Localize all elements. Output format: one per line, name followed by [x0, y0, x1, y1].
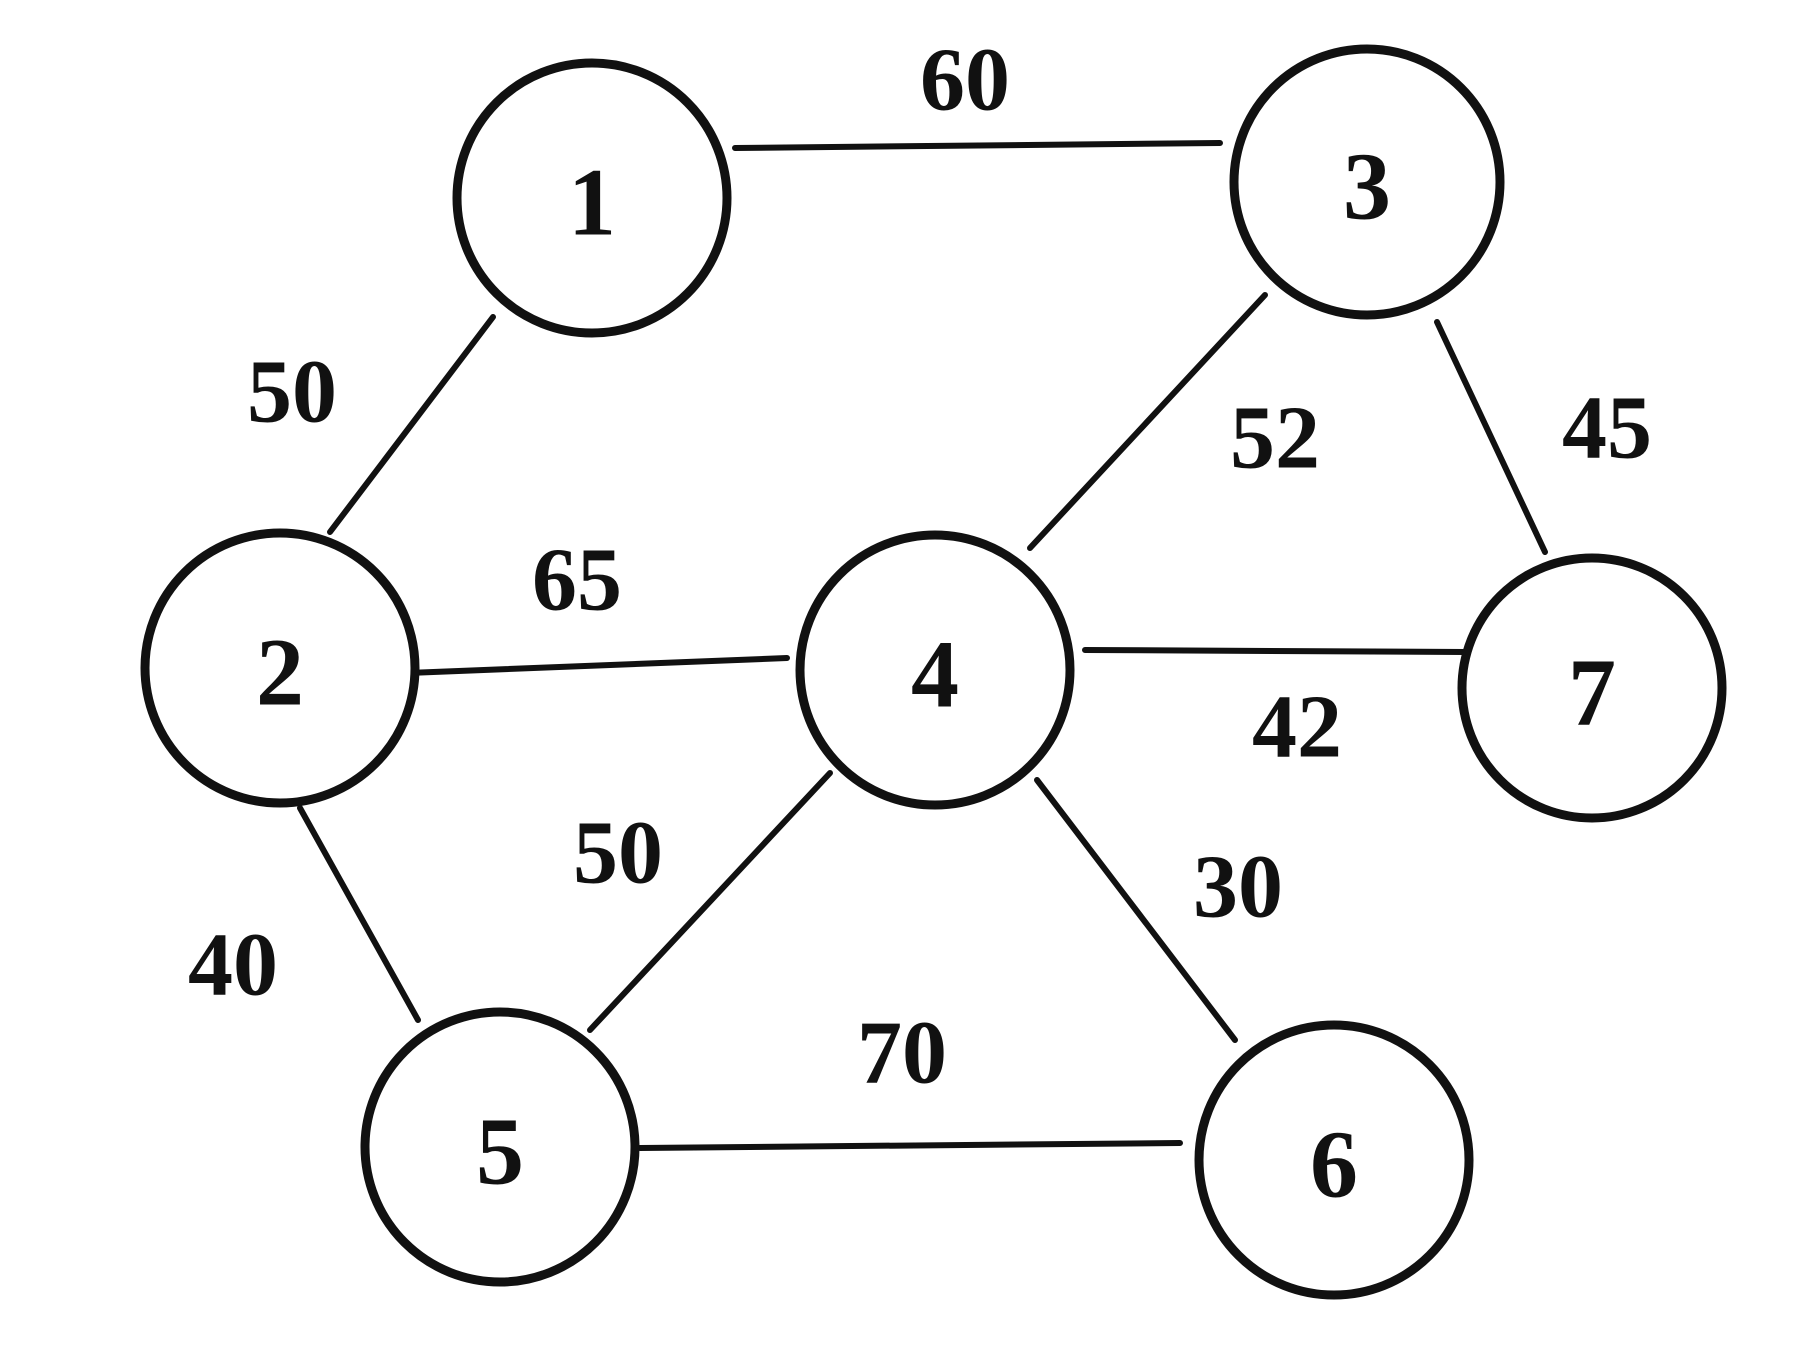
edge-weight-2-5: 40 — [188, 916, 278, 1015]
node-label-1: 1 — [568, 149, 616, 256]
edge-weight-3-7: 45 — [1562, 379, 1652, 478]
node-5: 5 — [360, 1007, 640, 1287]
node-label-4: 4 — [911, 621, 959, 728]
edge-2-4 — [405, 655, 790, 676]
edges-layer — [297, 140, 1548, 1151]
edge-1-2 — [327, 314, 496, 535]
node-circle-1 — [452, 58, 732, 338]
edge-weight-1-3: 60 — [920, 31, 1010, 130]
edge-5-6 — [637, 1140, 1183, 1151]
node-7: 7 — [1457, 553, 1727, 823]
node-circle-4 — [795, 530, 1075, 810]
edge-3-4 — [1027, 292, 1268, 551]
edge-weight-4-5: 50 — [573, 804, 663, 903]
edge-weight-4-7: 42 — [1252, 678, 1342, 777]
edge-4-5 — [587, 770, 833, 1033]
edge-weight-2-4: 65 — [532, 531, 622, 630]
edge-3-7 — [1434, 319, 1548, 555]
edge-weight-3-4: 52 — [1230, 389, 1320, 488]
node-circle-6 — [1194, 1020, 1474, 1300]
edge-weight-5-6: 70 — [857, 1004, 947, 1103]
node-3: 3 — [1229, 44, 1505, 320]
node-label-7: 7 — [1568, 639, 1616, 746]
edge-1-3 — [732, 140, 1223, 151]
node-circle-3 — [1229, 44, 1505, 320]
node-2: 2 — [140, 528, 420, 808]
edge-4-6 — [1034, 777, 1238, 1043]
edge-4-7 — [1082, 647, 1468, 655]
node-circle-5 — [360, 1007, 640, 1287]
edge-2-5 — [297, 805, 421, 1023]
node-label-5: 5 — [476, 1098, 524, 1205]
node-circle-2 — [140, 528, 420, 808]
node-label-3: 3 — [1343, 133, 1391, 240]
node-label-6: 6 — [1310, 1111, 1358, 1218]
node-circle-7 — [1457, 553, 1727, 823]
node-1: 1 — [452, 58, 732, 338]
node-label-2: 2 — [256, 619, 304, 726]
node-6: 6 — [1194, 1020, 1474, 1300]
edge-weight-1-2: 50 — [247, 343, 337, 442]
node-4: 4 — [795, 530, 1075, 810]
edge-weight-4-6: 30 — [1193, 838, 1283, 937]
